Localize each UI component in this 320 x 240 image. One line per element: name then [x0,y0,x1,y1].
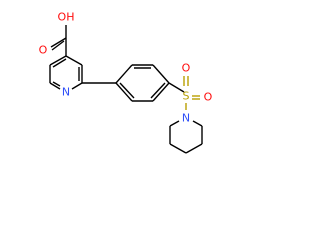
bond-pip-c3-c4 [169,143,187,154]
bond-ph6-ph1-double-inner [119,82,135,99]
atom-label-oh: OH [58,11,75,24]
atom-label-sulfonyl-o-lower: O [204,91,213,104]
sulfonyl-group [168,76,200,110]
molecule-structure: OH O N S O O N [39,11,213,154]
bond-phenyl-to-sulfur [168,82,185,93]
bond-pip-c6-n [192,120,203,127]
bond-c2-n1 [71,82,83,90]
carboxyl-group [50,25,67,56]
bond-n1-c6-double-inner [52,81,61,87]
atom-label-piperidine-n: N [182,112,190,125]
atom-label-carbonyl-o: O [39,44,48,57]
bond-ph6-ph1 [115,82,133,102]
piperidine-ring [169,120,203,154]
atom-label-sulfonyl-o-upper: O [182,62,191,75]
bond-ph1-ph2 [115,64,133,84]
bond-c4-c3 [65,55,83,66]
bond-c5-c4-double-inner [52,58,67,68]
bond-ph3-ph4 [152,64,170,84]
pyridine-ring [49,55,83,90]
bond-carbonyl-double-inner [51,40,65,51]
bond-n1-c6 [49,82,61,90]
phenyl-ring [115,64,170,102]
atom-label-pyridine-n: N [62,86,70,99]
bond-ph4-ph5 [152,82,170,102]
bond-c5-c4 [49,55,67,66]
bond-ph4-ph5-double-inner [150,82,166,99]
bond-carbon-to-carbonyl-oxygen [50,37,67,48]
bond-pip-c4-c5 [185,143,203,154]
bond-pip-n-c2 [169,120,180,127]
atom-label-sulfur: S [183,90,190,103]
